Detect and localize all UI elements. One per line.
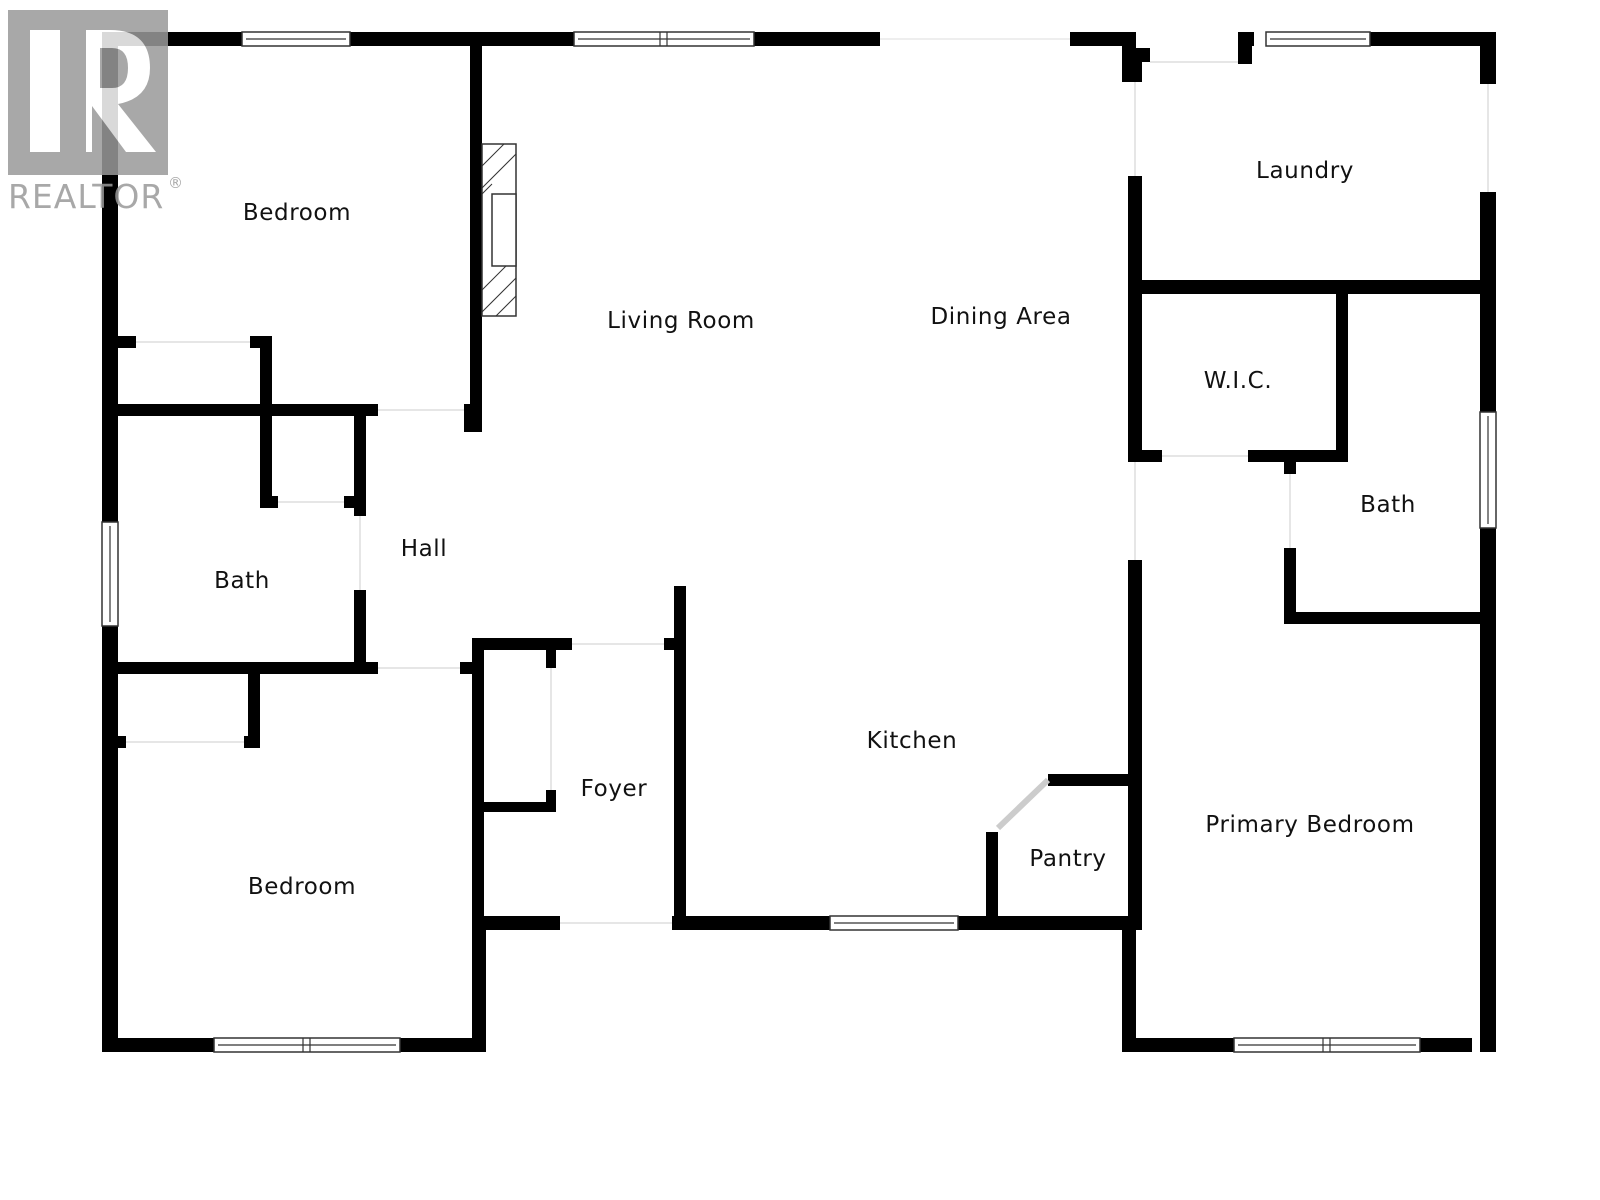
wall-bottom-4 xyxy=(1420,1038,1472,1052)
wall-right-3 xyxy=(1480,528,1496,1052)
wall-bottom-2 xyxy=(400,1038,486,1052)
wall-pantry-top xyxy=(1048,774,1138,786)
wall-foyer-kitchen xyxy=(674,586,686,930)
wall-top-6 xyxy=(1370,32,1472,46)
realtor-logo-registered: ® xyxy=(168,174,183,192)
realtor-logo: REALTOR ® xyxy=(8,10,183,216)
wall-wic-bottom-2 xyxy=(1248,450,1348,462)
wall-top-2 xyxy=(350,32,574,46)
wall-right-2 xyxy=(1480,192,1496,412)
label-pantry: Pantry xyxy=(1029,846,1106,872)
room-labels: Bedroom Living Room Dining Area Laundry … xyxy=(214,158,1416,900)
wall-closet3-c xyxy=(244,736,260,748)
windows xyxy=(101,31,1497,1053)
wall-closet3-b xyxy=(118,736,126,748)
wall-bath-hall-2 xyxy=(354,590,366,668)
label-wic: W.I.C. xyxy=(1204,368,1272,394)
wall-jog-right xyxy=(1238,32,1252,64)
wall-bath-bottom-jamb xyxy=(460,662,472,674)
label-primary-bedroom: Primary Bedroom xyxy=(1205,812,1414,838)
window-primary-bedroom xyxy=(1233,1037,1421,1053)
wall-wic-right xyxy=(1336,294,1348,458)
wall-foyer-closet-jamb2 xyxy=(546,790,556,812)
window-laundry xyxy=(1265,31,1371,47)
wall-bedroom-foyer xyxy=(472,638,484,930)
wall-right-wing-2 xyxy=(1128,560,1142,930)
wall-foyer-closet-jamb xyxy=(546,638,556,668)
label-bedroom-bottom: Bedroom xyxy=(248,874,356,900)
wall-bedroom-top-bottom xyxy=(118,404,378,416)
label-kitchen: Kitchen xyxy=(867,728,958,754)
wall-bottom-1 xyxy=(102,1038,214,1052)
walls xyxy=(102,32,1496,1052)
wall-bottom-mid-2 xyxy=(672,916,830,930)
wall-jog-left-b xyxy=(1136,48,1150,62)
wall-foyer-closet-bottom xyxy=(472,802,556,812)
window-living-room xyxy=(573,31,755,47)
window-bedroom-top xyxy=(241,31,351,47)
fireplace xyxy=(481,143,517,317)
wall-bath-right-left xyxy=(1284,548,1296,624)
window-bath-left xyxy=(101,521,119,627)
label-bedroom-top: Bedroom xyxy=(243,200,351,226)
label-bath-left: Bath xyxy=(214,568,270,594)
label-living-room: Living Room xyxy=(607,308,755,334)
window-bedroom-bottom xyxy=(213,1037,401,1053)
wall-left-2 xyxy=(102,626,118,1052)
wall-wic-bottom-1 xyxy=(1142,450,1162,462)
wall-pantry-left xyxy=(986,832,998,930)
wall-foyer-top-1 xyxy=(472,638,572,650)
label-bath-right: Bath xyxy=(1360,492,1416,518)
window-bath-right xyxy=(1479,411,1497,529)
wall-closet1-c xyxy=(260,336,272,508)
wall-closet1-a xyxy=(118,336,136,348)
wall-top-3 xyxy=(754,32,880,46)
wall-right-wing-1 xyxy=(1128,176,1142,462)
wall-bottom-3 xyxy=(1122,1038,1234,1052)
realtor-logo-text: REALTOR xyxy=(8,177,164,216)
wall-bath-right-jamb xyxy=(1284,462,1296,474)
wall-right-wing-0 xyxy=(1128,62,1142,82)
wall-bottom-mid-3 xyxy=(958,916,1128,930)
label-dining-area: Dining Area xyxy=(930,304,1071,330)
label-foyer: Foyer xyxy=(581,776,648,802)
wall-right-cap xyxy=(1470,32,1496,46)
openings xyxy=(126,38,1489,924)
wall-bedroom-living xyxy=(470,46,482,432)
wall-laundry-bottom xyxy=(1142,280,1484,294)
label-hall: Hall xyxy=(401,536,448,562)
wall-bottom-mid-1 xyxy=(472,916,560,930)
wall-bedroom-door-jamb xyxy=(464,404,482,432)
window-kitchen xyxy=(829,915,959,931)
wall-top-4 xyxy=(1070,32,1134,46)
wall-notch-right xyxy=(1122,916,1136,1052)
wall-closet2-a xyxy=(260,496,278,508)
wall-bath-right-bottom xyxy=(1284,612,1484,624)
wall-bath-bottom xyxy=(118,662,378,674)
wall-bath-hall-1 xyxy=(354,404,366,516)
label-laundry: Laundry xyxy=(1256,158,1354,184)
door-pantry xyxy=(995,777,1051,831)
wall-notch-left xyxy=(472,916,486,1052)
wall-closet3-a xyxy=(248,674,260,748)
